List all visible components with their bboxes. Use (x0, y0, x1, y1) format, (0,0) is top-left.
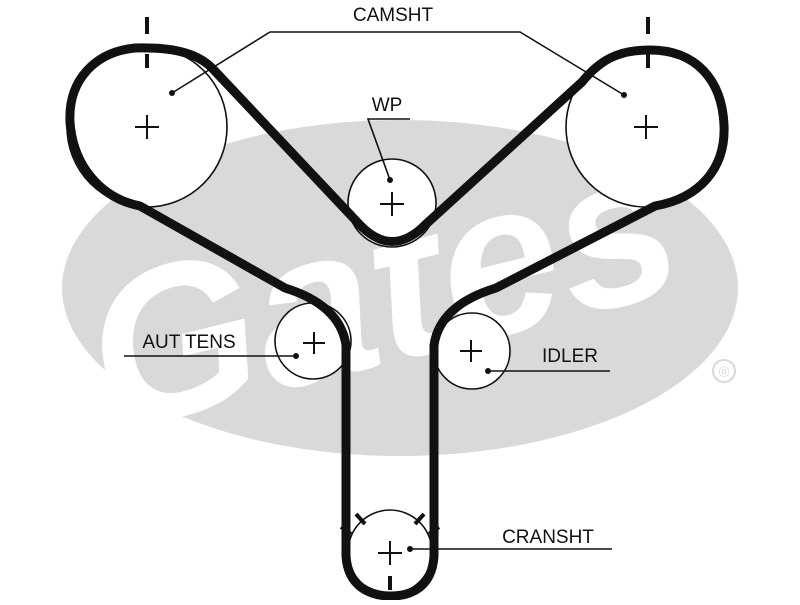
registered-mark-text: ® (718, 364, 729, 381)
crankshaft-leader (407, 546, 612, 552)
gates-watermark-logo: Gates ® (62, 99, 738, 477)
auto-tensioner-leader (124, 353, 299, 359)
water-pump-center-mark (380, 192, 404, 216)
crankshaft-center-mark (378, 541, 402, 565)
camshaft-leader (169, 31, 627, 98)
timing-belt (65, 43, 729, 601)
auto-tensioner-label: AUT TENS (142, 332, 235, 353)
auto-tensioner-center-mark (303, 332, 325, 354)
crankshaft-timing-marks (339, 512, 441, 590)
right-camshaft-center-mark (634, 115, 658, 139)
idler-center-mark (460, 340, 482, 362)
idler-label: IDLER (542, 346, 598, 367)
camshaft-label: CAMSHT (353, 5, 434, 26)
water-pump-label: WP (372, 95, 403, 116)
registered-mark-circle (712, 359, 736, 383)
watermark-ellipse (62, 120, 738, 456)
water-pump-leader (366, 118, 410, 183)
left-camshaft-center-mark (135, 115, 159, 139)
idler-leader (485, 368, 610, 374)
crankshaft-label: CRANSHT (502, 527, 594, 548)
